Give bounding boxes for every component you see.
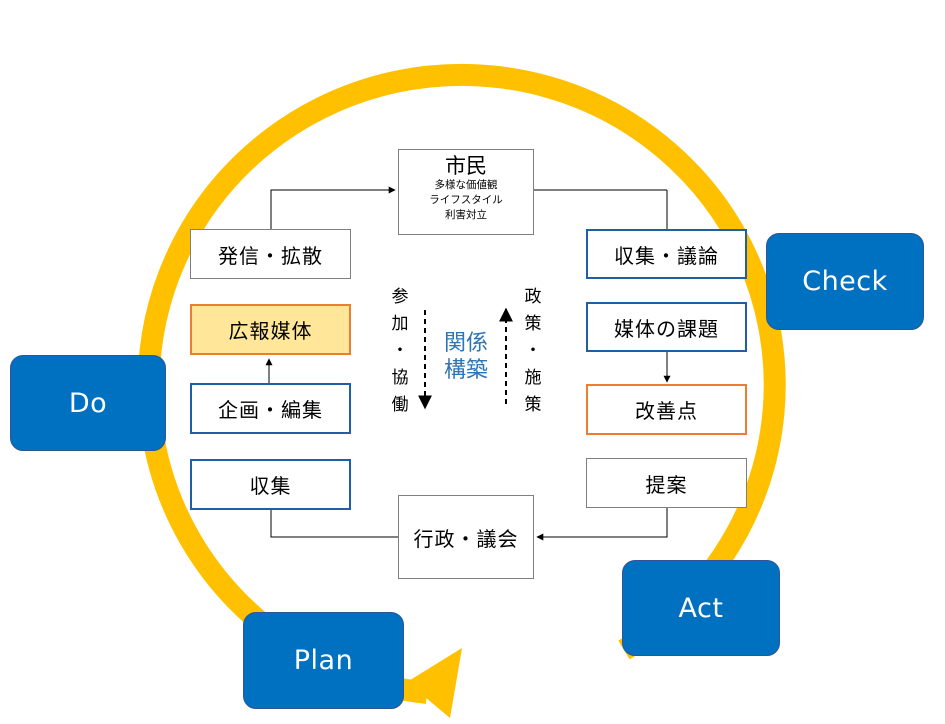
right-item-proposal: 提案 xyxy=(586,458,747,508)
right-item-improve: 改善点 xyxy=(586,384,747,435)
arrow-left-to-citizen xyxy=(270,186,396,231)
left-item-edit: 企画・編集 xyxy=(190,383,351,434)
policy-vertical-text: 政 策 ・ 施 策 xyxy=(524,287,542,415)
left-item-spread: 発信・拡散 xyxy=(190,229,351,279)
left-item-media: 広報媒体 xyxy=(190,304,351,355)
citizen-line: 多様な価値観 xyxy=(434,179,498,191)
right-item-discuss: 収集・議論 xyxy=(586,229,747,279)
do-label: Do xyxy=(10,355,166,451)
citizen-line: ライフスタイル xyxy=(429,194,503,206)
cycle-arrowhead xyxy=(407,648,462,718)
government-box: 行政・議会 xyxy=(398,495,534,579)
cycle-ring xyxy=(137,63,786,704)
citizen-title: 市民 xyxy=(445,154,487,178)
right-item-issues: 媒体の課題 xyxy=(586,302,747,352)
left-item-collect: 収集 xyxy=(190,459,351,510)
check-label: Check xyxy=(766,233,924,330)
arrow-proposal-to-gov xyxy=(536,508,668,541)
citizen-line: 利害対立 xyxy=(445,209,487,221)
citizen-box: 市民 多様な価値観 ライフスタイル 利害対立 xyxy=(398,149,534,235)
act-label: Act xyxy=(622,560,780,656)
plan-label: Plan xyxy=(243,612,404,709)
line-gov-to-left xyxy=(270,510,398,538)
relationship-building-label: 関係 構築 xyxy=(443,331,488,383)
participation-vertical-text: 参 加 ・ 協 働 xyxy=(391,287,409,415)
